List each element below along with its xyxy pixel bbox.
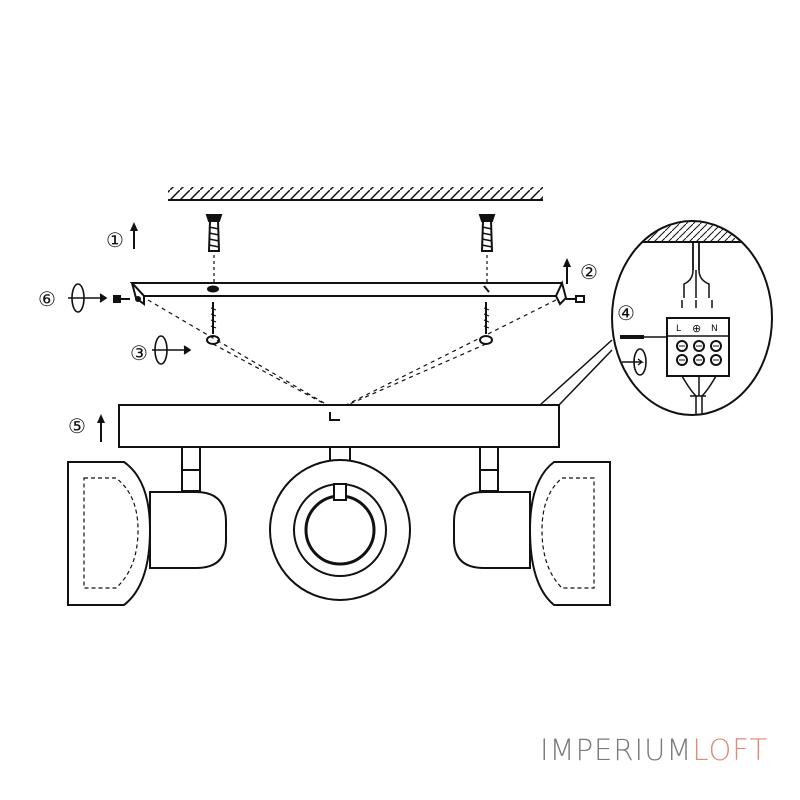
arrow-up-icon — [97, 222, 571, 442]
spotlight-left — [67, 446, 227, 606]
spotlight-right — [453, 446, 611, 606]
mounting-bracket — [129, 280, 568, 306]
brand-watermark: IMPERIUMLOFT — [540, 733, 768, 767]
spotlight-center — [269, 446, 411, 601]
step-2-label: ② — [580, 260, 598, 284]
screw-left-bottom — [206, 302, 220, 345]
ceiling — [168, 187, 543, 201]
rotate-arrow-icon — [68, 283, 647, 376]
step-4-label: ④ — [617, 301, 635, 325]
watermark-part2: LOFT — [692, 733, 769, 767]
terminal-label-l: L — [676, 324, 681, 334]
guide-lines — [147, 299, 557, 411]
step-5-label: ⑤ — [68, 414, 86, 438]
step-6-label: ⑥ — [38, 287, 56, 311]
step-3-label: ③ — [130, 341, 148, 365]
wiring-detail — [611, 220, 773, 416]
watermark-part1: IMPERIUM — [540, 733, 693, 767]
side-screw-left — [113, 295, 141, 303]
base-plate — [118, 339, 613, 448]
side-screw-right — [566, 295, 585, 303]
anchor-screw-right-top — [478, 214, 496, 283]
terminal-label-earth: ⊕ — [692, 322, 701, 335]
step-1-label: ① — [106, 228, 124, 252]
terminal-label-n: N — [711, 324, 718, 334]
anchor-screw-left-top — [205, 214, 223, 283]
